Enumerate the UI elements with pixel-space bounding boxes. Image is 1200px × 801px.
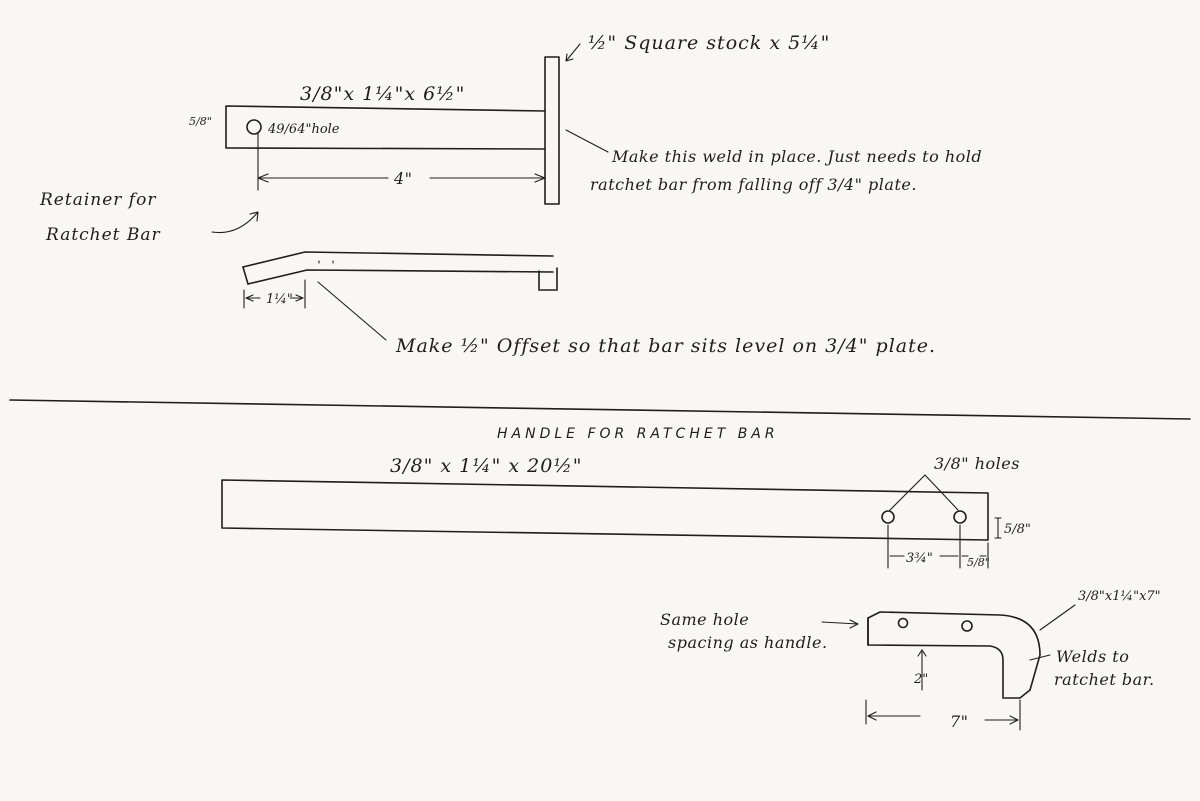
holes-leader [889, 474, 959, 511]
end-offset-label: 5/8" [967, 556, 990, 569]
handle-size-label: 3/8" x 1¼" x 20½" [390, 455, 582, 477]
same-spacing-arrow [821, 619, 859, 629]
offset-length-dimension [243, 279, 306, 309]
bar-size-label: 3/8"x 1¼"x 6½" [300, 83, 465, 105]
offset-bar-foot [538, 267, 558, 291]
bent-bar-size-label: 3/8"x1¼"x7" [1078, 589, 1161, 604]
retainer-bar [225, 105, 546, 150]
handle-bar [221, 479, 989, 541]
offset-note-leader [317, 281, 387, 341]
offset-bar-side [242, 251, 554, 285]
weld-note-line1: Make this weld in place. Just needs to h… [611, 147, 982, 166]
offset-bend-marks [318, 260, 334, 266]
retainer-label-line1: Retainer for [39, 190, 156, 210]
hole-distance-label: 4" [393, 169, 413, 188]
drop-dimension [917, 649, 927, 691]
handle-edge-dimension [994, 517, 1002, 539]
square-stock-label: ½" Square stock x 5¼" [588, 32, 830, 54]
retainer-hole [246, 119, 262, 135]
welds-line1: Welds to [1056, 647, 1129, 666]
same-spacing-line1: Same hole [660, 610, 749, 629]
retainer-label-line2: Ratchet Bar [45, 225, 161, 245]
hole-distance-dimension [257, 132, 546, 191]
length-dimension [865, 699, 1021, 731]
edge-offset-label: 5/8" [189, 115, 212, 128]
length-label: 7" [950, 712, 969, 731]
square-stock-bar [544, 56, 560, 205]
hole-distance-arrows [257, 173, 546, 183]
hole-label: 49/64"hole [267, 122, 340, 137]
length-arrows [867, 711, 1019, 725]
handle-hole-2 [953, 510, 967, 524]
section-title: HANDLE FOR RATCHET BAR [497, 426, 779, 442]
square-stock-leader [565, 43, 581, 62]
handle-edge-offset-label: 5/8" [1004, 522, 1031, 537]
hole-spacing-label: 3¾" [906, 551, 933, 566]
holes-label: 3/8" holes [934, 454, 1020, 473]
bent-bar-hole-1 [897, 617, 909, 629]
weld-leader [565, 129, 609, 153]
offset-length-label: 1¼" [266, 292, 293, 307]
section-divider [9, 399, 1191, 420]
welds-leader [1029, 654, 1051, 661]
offset-length-arrows [245, 294, 304, 302]
drop-label: 2" [913, 672, 928, 687]
offset-bar-end [242, 266, 249, 285]
bent-bar-hole-2 [961, 620, 973, 632]
bent-bar [867, 611, 1041, 699]
handle-hole-1 [881, 510, 895, 524]
retainer-arrow [211, 211, 259, 234]
weld-note-line2: ratchet bar from falling off 3/4" plate. [590, 175, 917, 194]
welds-line2: ratchet bar. [1054, 670, 1155, 689]
handle-spacing-dimension [887, 524, 989, 569]
same-spacing-line2: spacing as handle. [668, 633, 828, 652]
bent-size-leader [1039, 604, 1076, 631]
offset-note: Make ½" Offset so that bar sits level on… [395, 335, 936, 357]
